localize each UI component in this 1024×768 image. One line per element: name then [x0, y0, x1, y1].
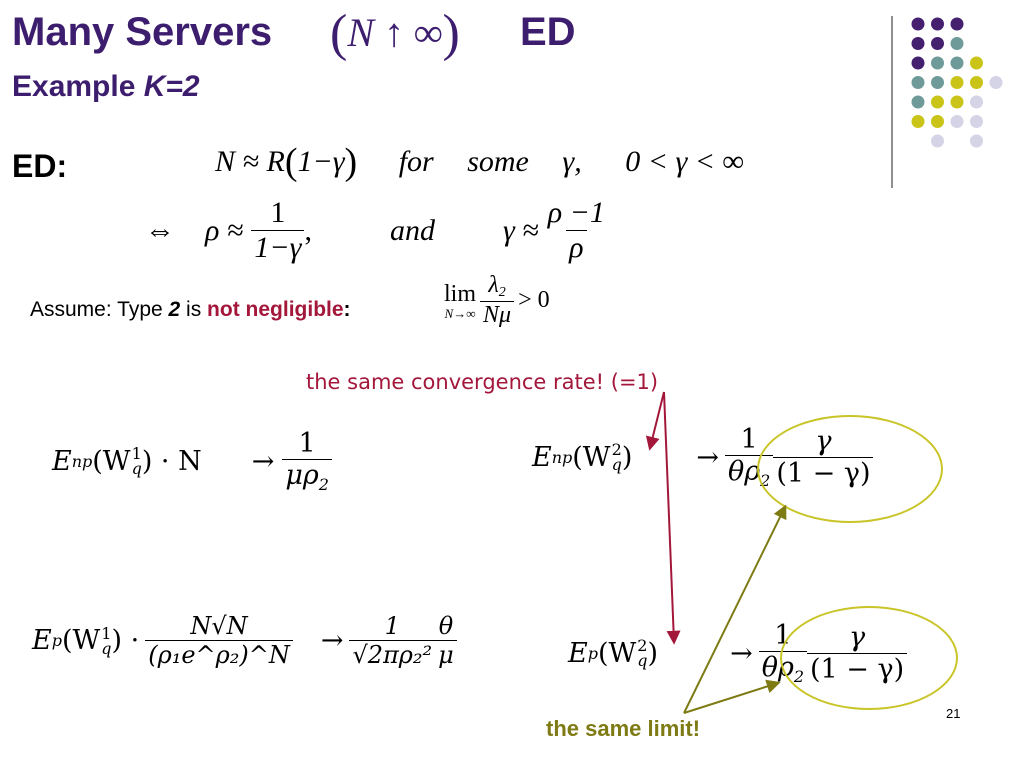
- decorative-dot: [950, 95, 964, 109]
- decorative-dot: [970, 115, 983, 128]
- decorative-dot: [931, 95, 944, 109]
- decorative-dot: [911, 37, 925, 50]
- decorative-dot: [931, 115, 944, 128]
- decorative-dot: [950, 76, 964, 89]
- slide-subtitle: Example K=2: [12, 70, 200, 104]
- decorative-dot: [950, 56, 964, 70]
- decorative-dot: [931, 56, 944, 70]
- olive-arrow-to-bottom-ellipse: [683, 679, 781, 714]
- decorative-dot: [911, 115, 925, 128]
- title-ed: ED: [520, 10, 576, 54]
- decorative-dot: [931, 76, 944, 89]
- title-paren-text: N ↑ ∞: [347, 10, 443, 55]
- decorative-dot: [931, 37, 944, 50]
- decorative-dot: [989, 76, 1003, 89]
- subtitle-k: K=2: [143, 70, 200, 103]
- slide-title: Many Servers: [12, 10, 272, 55]
- decorative-dot: [950, 37, 964, 50]
- ed-label: ED:: [12, 148, 68, 184]
- decorative-dot: [970, 76, 983, 89]
- decorative-dot: [911, 76, 925, 89]
- decorative-dot: [911, 56, 925, 70]
- subtitle-prefix: Example: [12, 70, 144, 103]
- decorative-dot: [970, 134, 983, 148]
- decorative-dot: [911, 95, 925, 109]
- decorative-dot: [970, 56, 983, 70]
- decorative-dot: [931, 134, 944, 148]
- highlight-ellipse-bottom: [780, 606, 958, 710]
- assume-line: Assume: Type 2 is not negligible:: [30, 298, 351, 321]
- highlight-ellipse-top: [757, 415, 943, 523]
- decorative-dot: [931, 17, 944, 31]
- title-main: Many Servers: [12, 10, 273, 54]
- decorative-dot: [950, 115, 964, 128]
- ed-equation-line1: N ≈ R(1−γ) for some γ, 0 < γ < ∞: [215, 141, 744, 183]
- decorative-dot: [950, 17, 964, 31]
- decorative-dot-grid: [891, 16, 1003, 188]
- title-paren-expression: (N ↑ ∞): [330, 5, 460, 62]
- annotation-same-convergence-rate: the same convergence rate! (=1): [306, 370, 659, 394]
- page-number: 21: [946, 706, 961, 721]
- decorative-dot: [911, 17, 925, 31]
- decorative-dot: [970, 95, 983, 109]
- annotation-same-limit: the same limit!: [546, 716, 701, 741]
- assume-limit-expression: lim N→∞ λ2 Nμ > 0: [444, 272, 550, 328]
